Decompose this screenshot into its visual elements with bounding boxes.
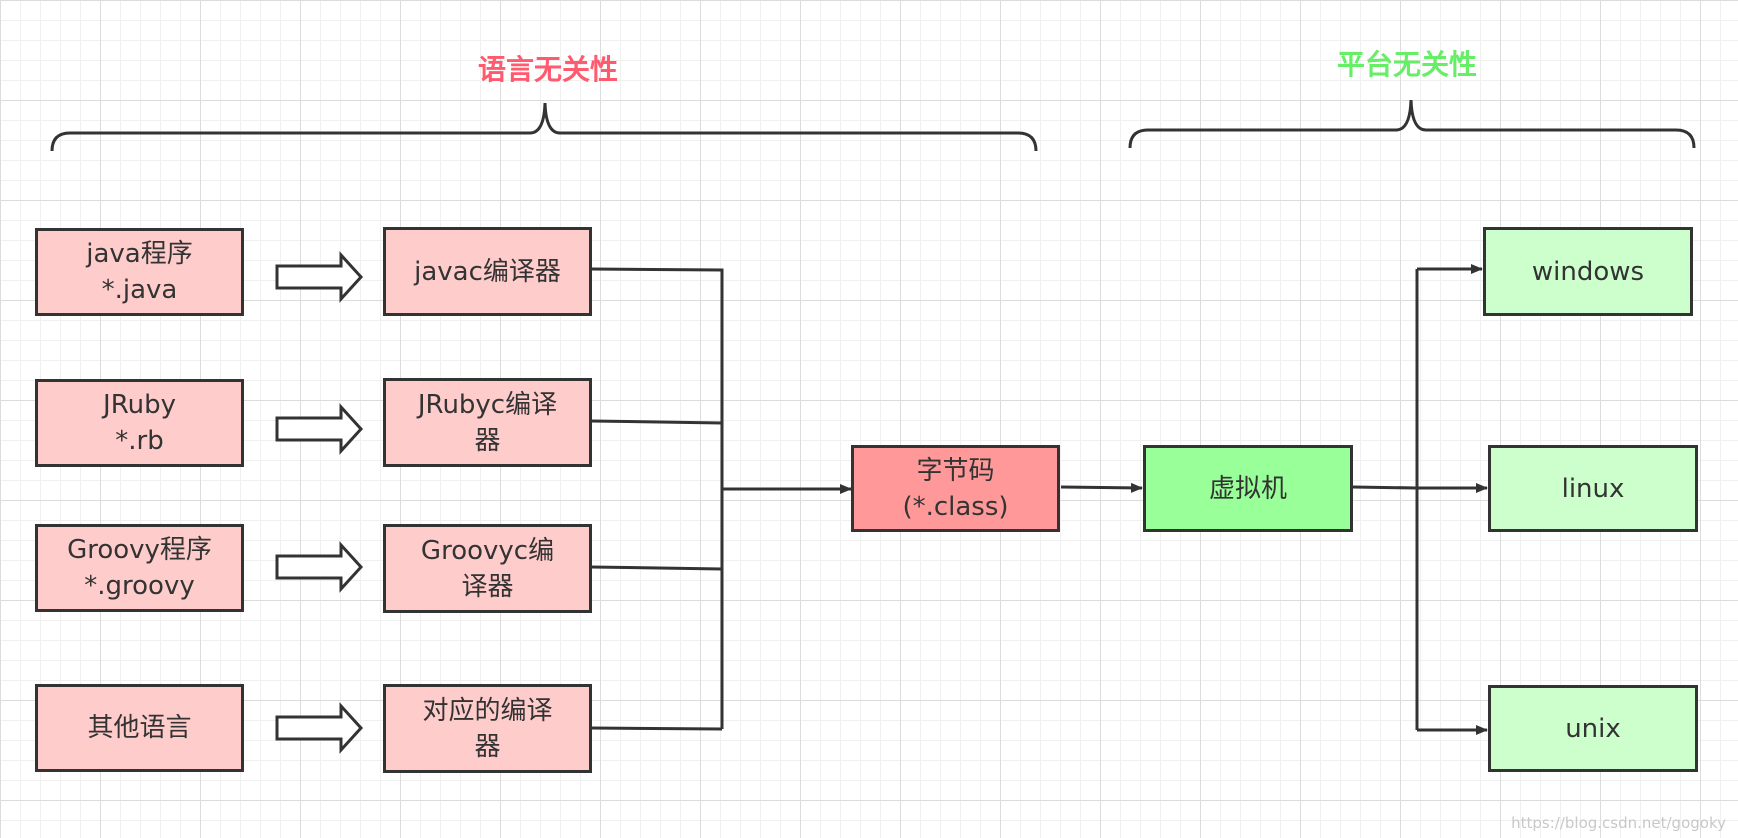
source-jruby: JRuby *.rb (35, 379, 244, 467)
watermark: https://blog.csdn.net/gogoky (1511, 814, 1726, 832)
platform-unix: unix (1488, 685, 1698, 772)
connector-groovyc (590, 565, 723, 571)
virtual-machine-box: 虚拟机 (1143, 445, 1353, 532)
platform-linux: linux (1488, 445, 1698, 532)
hollow-arrow-4 (275, 702, 364, 754)
compiler-jrubyc: JRubyc编译 器 (383, 378, 592, 467)
compiler-other: 对应的编译 器 (383, 684, 592, 773)
connector-jrubyc (590, 419, 723, 425)
source-groovy: Groovy程序 *.groovy (35, 524, 244, 612)
platform-brace (1128, 99, 1696, 149)
arrow-to-vm (1060, 482, 1143, 493)
hollow-arrow-3 (275, 541, 364, 593)
connector-other (590, 726, 723, 731)
connector-vm-branch (1352, 269, 1419, 730)
hollow-arrow-1 (275, 251, 364, 303)
compiler-groovyc: Groovyc编 译器 (383, 524, 592, 613)
bytecode-box: 字节码 (*.class) (851, 445, 1060, 532)
hollow-arrow-2 (275, 403, 364, 455)
connector-javac (590, 267, 724, 729)
source-java: java程序 *.java (35, 228, 244, 316)
language-brace (50, 102, 1038, 152)
language-independence-label: 语言无关性 (477, 53, 618, 86)
compiler-javac: javac编译器 (383, 227, 592, 316)
source-other: 其他语言 (35, 684, 244, 772)
platform-independence-label: 平台无关性 (1336, 48, 1477, 81)
platform-windows: windows (1483, 227, 1693, 316)
